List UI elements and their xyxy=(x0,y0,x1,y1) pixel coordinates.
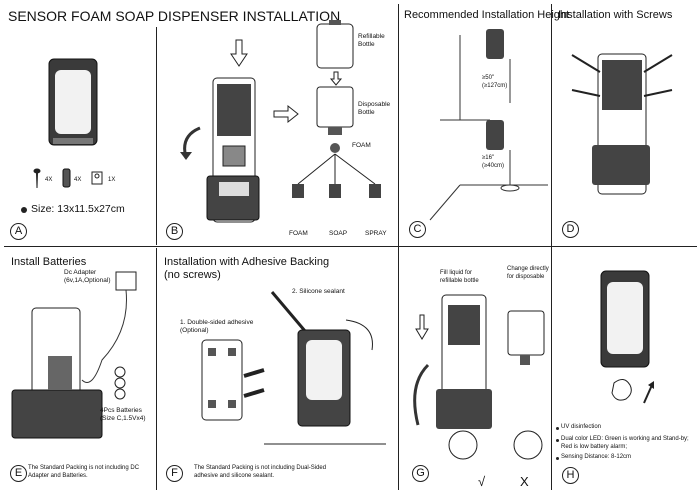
bullet-dot xyxy=(556,457,559,460)
sealant-label: 2. Silicone sealant xyxy=(292,288,345,295)
panel-label-a: A xyxy=(10,223,27,240)
battery-install-illustration xyxy=(11,271,137,439)
qty-wall-plugs: 4X xyxy=(74,177,82,183)
down-arrow-icon xyxy=(329,71,343,86)
output-soap-label: SOAP xyxy=(329,230,348,237)
grid-divider xyxy=(156,248,157,490)
grid-divider xyxy=(4,246,697,247)
refillable-bottle-label: Refillable Bottle xyxy=(358,33,385,48)
panel-label-e: E xyxy=(10,465,27,482)
page-title: SENSOR FOAM SOAP DISPENSER INSTALLATION xyxy=(8,8,341,24)
adhesive-label: 1. Double-sided adhesive (Optional) xyxy=(180,319,254,334)
output-spray-label: SPRAY xyxy=(365,230,387,237)
dispenser-sensor-illustration xyxy=(600,270,650,368)
adhesive-mounting-illustration xyxy=(201,291,386,445)
panel-label-g: G xyxy=(412,465,429,482)
installation-height-illustration xyxy=(429,29,548,221)
screw-mounting-illustration xyxy=(571,53,673,195)
feature-led: Dual color LED: Green is working and Sta… xyxy=(561,436,689,450)
grid-divider xyxy=(156,27,157,245)
right-arrow-icon xyxy=(273,104,299,124)
height-lower-label: ≥16" (≥40cm) xyxy=(482,155,504,169)
height-upper-label: ≥50" (≥127cm) xyxy=(482,75,508,89)
foam-label: FOAM xyxy=(352,142,371,149)
panel-d-title: Installation with Screws xyxy=(558,9,673,21)
grid-divider xyxy=(398,4,399,490)
key-icon xyxy=(91,171,103,185)
screw-icon xyxy=(33,168,41,188)
refill-illustration xyxy=(413,294,545,460)
qty-key: 1X xyxy=(108,177,116,183)
dc-adapter-label: Dc Adapter (6v,1A,Optional) xyxy=(64,269,111,284)
bullet-dot xyxy=(556,427,559,430)
rotate-arrow-icon xyxy=(180,126,201,160)
disposable-bottle-illustration xyxy=(316,86,354,135)
panel-label-b: B xyxy=(166,223,183,240)
bullet-dot xyxy=(556,439,559,442)
feature-sensing: Sensing Distance: 8-12cm xyxy=(561,454,632,460)
feature-uv: UV disinfection xyxy=(561,424,602,430)
output-foam-label: FOAM xyxy=(289,230,308,237)
down-arrow-icon xyxy=(230,39,248,67)
qty-screws: 4X xyxy=(45,177,53,183)
hand-sensor-illustration xyxy=(611,379,654,404)
batteries-label: 4Pcs Batteries (Size C,1.5Vx4) xyxy=(100,407,146,422)
dispenser-front-illustration xyxy=(48,58,98,146)
bullet-dot xyxy=(21,207,27,213)
refillable-bottle-illustration xyxy=(316,20,354,69)
pump-branches xyxy=(292,143,381,198)
wrong-mark-icon: X xyxy=(520,474,529,489)
panel-label-f: F xyxy=(166,465,183,482)
wall-plug-icon xyxy=(62,168,71,188)
correct-mark-icon: √ xyxy=(478,474,486,489)
panel-c-title: Recommended Installation Height xyxy=(404,9,570,21)
panel-e-note: The Standard Packing is not including DC… xyxy=(28,465,140,479)
size-text: Size: 13x11.5x27cm xyxy=(31,203,125,215)
fill-liquid-label: Fill liquid for refillable bottle xyxy=(440,270,479,284)
panel-f-title: Installation with Adhesive Backing (no s… xyxy=(164,256,330,281)
panel-label-h: H xyxy=(562,467,579,484)
grid-divider xyxy=(551,4,552,490)
panel-label-c: C xyxy=(409,221,426,238)
dispenser-open-illustration xyxy=(206,77,260,223)
panel-f-note: The Standard Packing is not including Du… xyxy=(194,465,327,479)
panel-e-title: Install Batteries xyxy=(11,256,87,268)
change-directly-label: Change directly for disposable xyxy=(507,266,549,280)
panel-label-d: D xyxy=(562,221,579,238)
disposable-bottle-label: Disposable Bottle xyxy=(358,101,391,116)
